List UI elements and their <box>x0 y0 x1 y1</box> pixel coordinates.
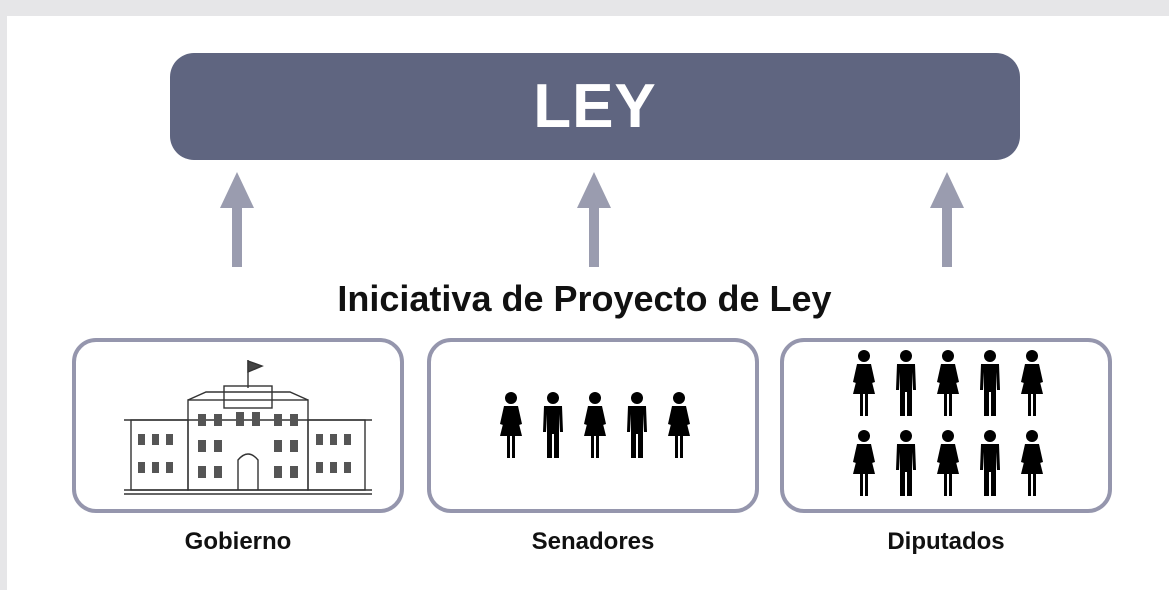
woman-icon <box>937 350 959 416</box>
woman-icon <box>1021 430 1043 496</box>
senadores-box <box>427 338 759 513</box>
woman-icon <box>937 430 959 496</box>
arrow-up-icon <box>220 172 254 267</box>
gobierno-box <box>72 338 404 513</box>
initiative-title: Iniciativa de Proyecto de Ley <box>337 278 832 319</box>
man-icon <box>627 392 647 458</box>
government-palace-icon <box>124 360 372 495</box>
woman-icon <box>584 392 606 458</box>
woman-icon <box>500 392 522 458</box>
man-icon <box>896 430 916 496</box>
senadores-caption: Senadores <box>531 528 655 555</box>
man-icon <box>980 430 1000 496</box>
people-group-icon <box>853 350 1043 496</box>
diputados-box <box>780 338 1112 513</box>
arrow-up-icon <box>930 172 964 267</box>
arrow-up-icon <box>577 172 611 267</box>
man-icon <box>896 350 916 416</box>
man-icon <box>543 392 563 458</box>
woman-icon <box>668 392 690 458</box>
gobierno-caption: Gobierno <box>184 528 292 555</box>
ley-result-bar: LEY <box>170 53 1020 160</box>
woman-icon <box>853 350 875 416</box>
man-icon <box>980 350 1000 416</box>
woman-icon <box>1021 350 1043 416</box>
woman-icon <box>853 430 875 496</box>
people-group-icon <box>500 392 690 458</box>
ley-label: LEY <box>533 72 657 141</box>
diputados-caption: Diputados <box>887 528 1005 555</box>
